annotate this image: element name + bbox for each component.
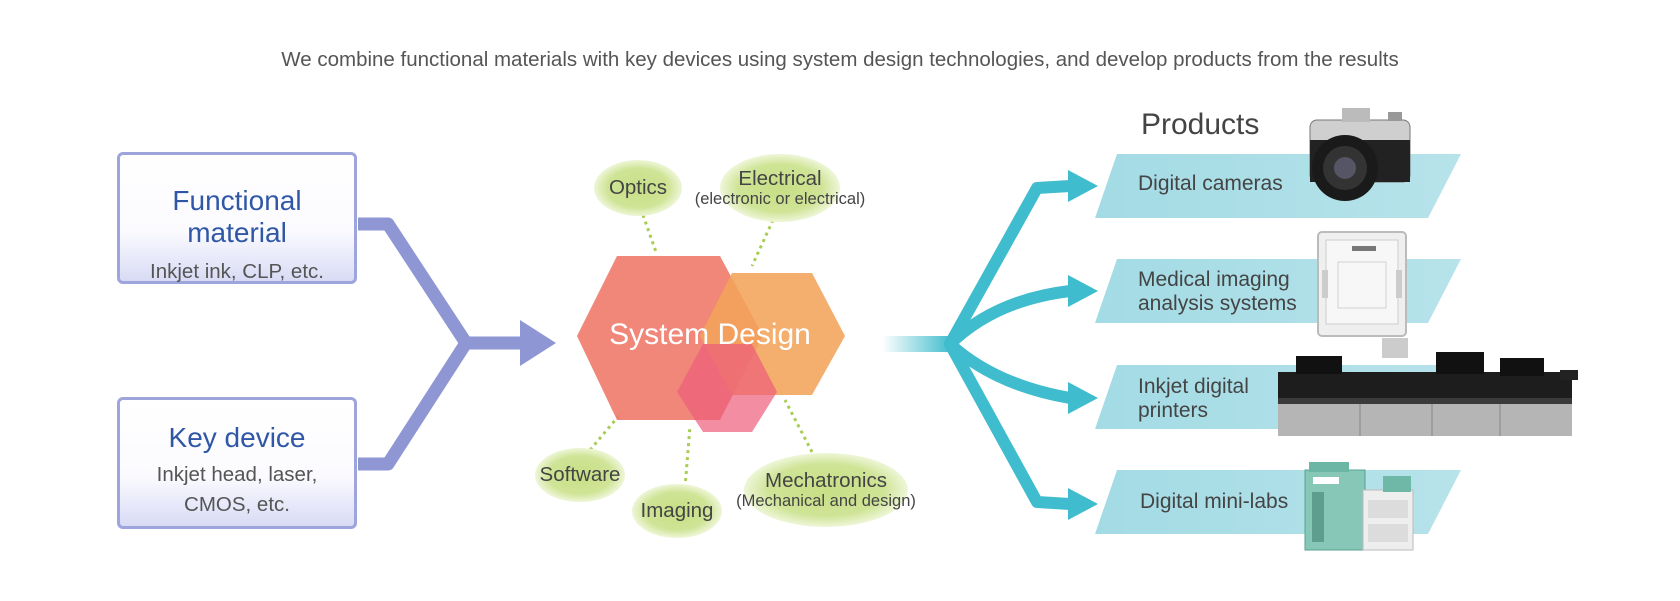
bubble-optics	[594, 160, 682, 216]
tech-label-electrical: Electrical (electronic or electrical)	[680, 167, 880, 209]
system-design-title: System Design	[609, 318, 811, 351]
tech-label-imaging: Imaging	[627, 500, 727, 522]
output-arrowhead-1	[1068, 170, 1098, 202]
input-arrow-functional-material	[358, 217, 525, 350]
output-arrowhead-4	[1068, 488, 1098, 520]
bubble-imaging	[632, 484, 722, 538]
product-line: Inkjet digital	[1138, 375, 1249, 398]
product-label-cameras: Digital cameras	[1138, 172, 1283, 196]
tech-name-mechatronics: Mechatronics	[765, 469, 887, 492]
input-arrows	[358, 217, 525, 471]
output-arrowheads	[1068, 170, 1098, 520]
product-label-minilabs: Digital mini-labs	[1140, 490, 1288, 514]
product-line: Digital cameras	[1138, 172, 1283, 195]
product-line: Medical imaging	[1138, 268, 1290, 291]
connector-software	[588, 411, 624, 451]
tech-detail-mechatronics: (Mechanical and design)	[736, 492, 916, 510]
product-label-medical: Medical imaging analysis systems	[1138, 268, 1297, 316]
minilab-icon	[1304, 462, 1414, 551]
key-device-examples-line-2: CMOS, etc.	[184, 493, 290, 516]
tech-name-software: Software	[539, 463, 621, 486]
tech-name-imaging: Imaging	[640, 499, 714, 522]
products-title: Products	[1141, 108, 1260, 141]
bubble-electrical	[720, 154, 840, 222]
functional-material-examples: Inkjet ink, CLP, etc.	[150, 260, 324, 283]
key-device-examples-line-1: Inkjet head, laser,	[156, 463, 318, 486]
system-design-hexagons	[577, 256, 845, 432]
product-line: Digital mini-labs	[1140, 490, 1289, 513]
tech-connectors	[588, 214, 814, 489]
camera-icon	[1309, 108, 1411, 201]
output-arrowhead-3	[1068, 382, 1098, 414]
output-arrowhead-2	[1068, 275, 1098, 307]
output-arrow-medical	[944, 285, 1076, 350]
key-device-box: Key device Inkjet head, laser, CMOS, etc…	[117, 397, 357, 529]
tech-label-optics: Optics	[594, 177, 682, 199]
functional-material-title: Functional material	[172, 185, 302, 248]
output-arrow-minilabs	[944, 338, 1076, 510]
tech-name-optics: Optics	[608, 176, 668, 199]
input-arrowhead	[520, 320, 556, 366]
connector-mechatronics	[783, 399, 814, 453]
tech-label-mechatronics: Mechatronics (Mechanical and design)	[716, 469, 936, 511]
printer-icon	[1278, 338, 1578, 436]
product-line: printers	[1138, 399, 1209, 422]
output-arrow-trunk	[882, 336, 952, 352]
connector-imaging	[683, 425, 692, 489]
hexagon-bottom	[677, 344, 777, 432]
tech-bubbles	[535, 154, 908, 538]
connector-optics	[641, 214, 658, 253]
output-arrow-cameras	[944, 180, 1076, 350]
bubble-mechatronics	[744, 453, 908, 527]
product-label-printers: Inkjet digital printers	[1138, 375, 1249, 423]
xray-cassette-icon	[1317, 231, 1407, 337]
tech-label-software: Software	[530, 464, 630, 486]
bubble-software	[535, 448, 625, 502]
tech-name-electrical: Electrical	[738, 167, 822, 190]
diagram-caption: We combine functional materials with key…	[281, 48, 1399, 71]
input-arrow-key-device	[358, 339, 472, 471]
product-line: analysis systems	[1138, 292, 1297, 315]
key-device-title: Key device	[168, 422, 306, 453]
functional-material-box: Functional material Inkjet ink, CLP, etc…	[117, 152, 357, 284]
tech-detail-electrical: (electronic or electrical)	[694, 190, 866, 208]
output-arrows	[944, 180, 1076, 510]
connector-electrical	[750, 219, 775, 267]
